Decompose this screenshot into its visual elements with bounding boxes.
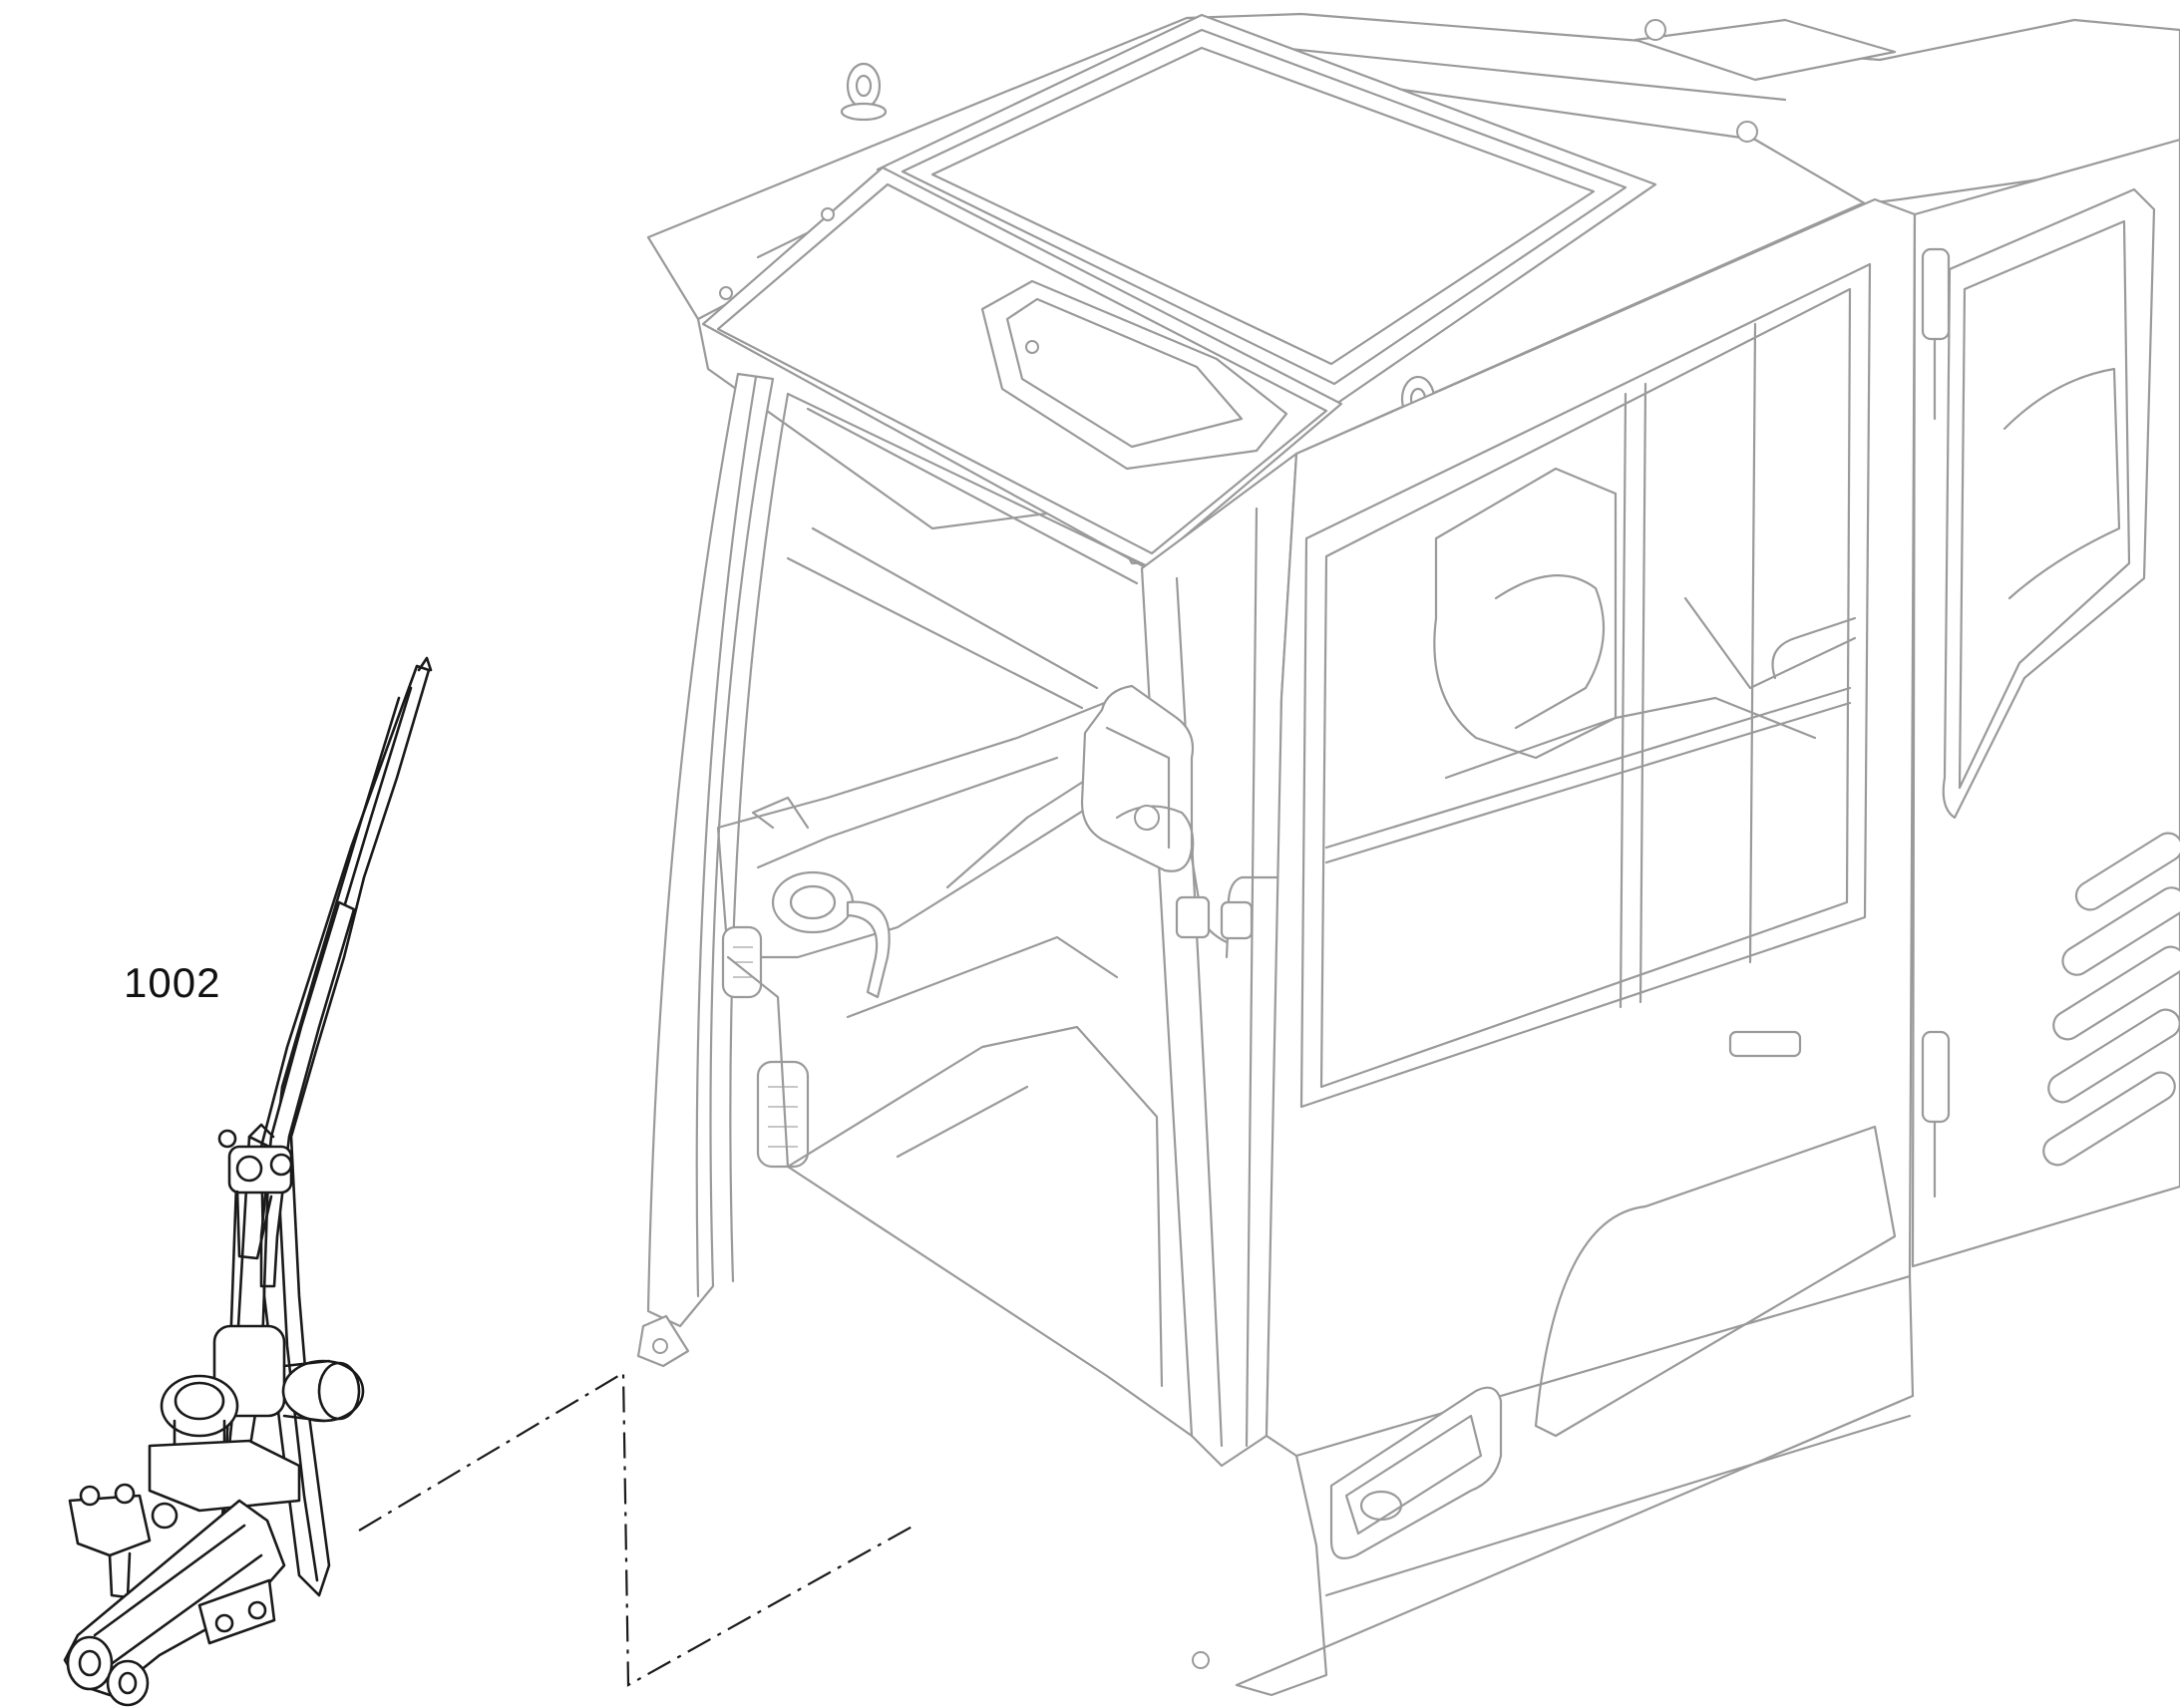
callout-leader-line xyxy=(358,1371,918,1687)
visor-handle xyxy=(980,279,1288,471)
excavator-cab xyxy=(636,12,2180,1697)
mounting-bracket xyxy=(148,1439,301,1513)
cab-floor xyxy=(786,1025,1164,1388)
rear-side-window xyxy=(1942,187,2156,820)
lifting-eye-left xyxy=(840,62,888,122)
part-number-label-1002: 1002 xyxy=(124,959,221,1006)
wiper-arm xyxy=(259,900,356,1288)
door-handle xyxy=(1329,1386,1503,1559)
joystick-lever xyxy=(846,900,891,999)
gearbox-cap xyxy=(160,1374,239,1438)
roof-hatch xyxy=(1634,18,1897,82)
operator-seat xyxy=(1433,467,1618,760)
door-window-frame xyxy=(1299,262,1872,1109)
front-left-pillar xyxy=(646,372,775,1328)
vent-louvers xyxy=(2042,832,2180,1167)
wiper-assembly xyxy=(63,656,433,1707)
operator-console xyxy=(716,696,1169,959)
